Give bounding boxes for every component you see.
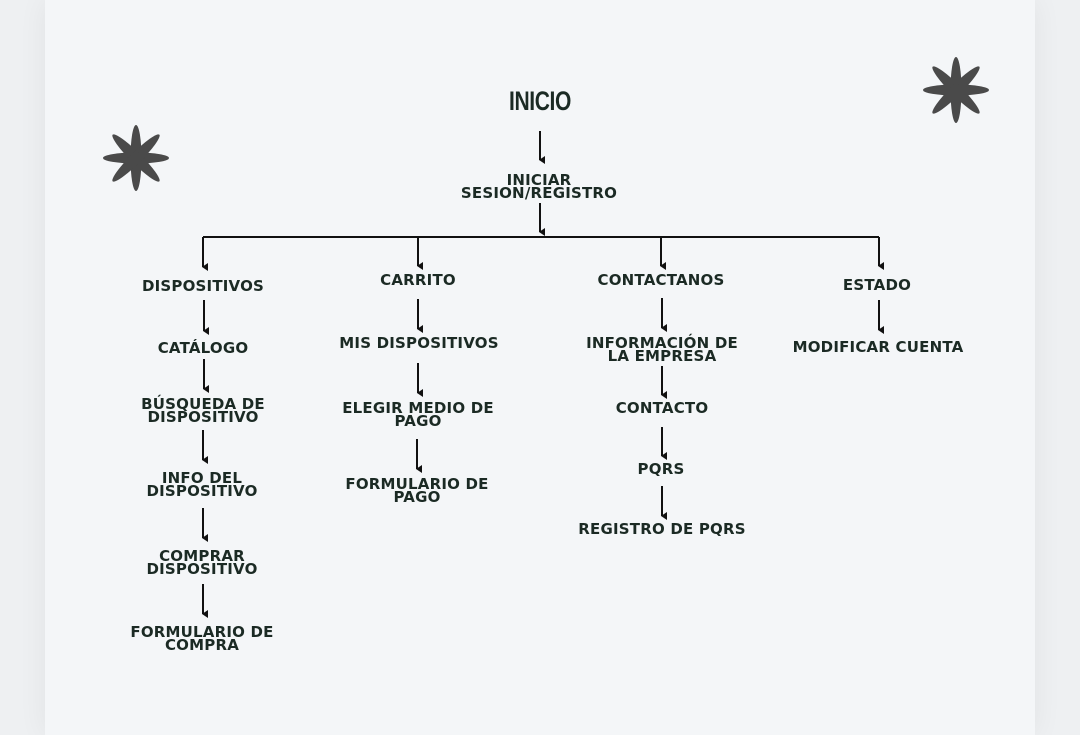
step-busqueda-dispositivo: BÚSQUEDA DE DISPOSITIVO xyxy=(141,395,265,426)
step-informacion-empresa: INFORMACIÓN DE LA EMPRESA xyxy=(586,334,738,365)
step-modificar-cuenta: MODIFICAR CUENTA xyxy=(792,338,964,356)
star-icon xyxy=(923,57,989,123)
step-info-dispositivo: INFO DEL DISPOSITIVO xyxy=(146,469,258,500)
step-comprar-dispositivo: COMPRAR DISPOSITIVO xyxy=(146,547,258,578)
star-center xyxy=(950,84,962,96)
step-pqrs: PQRS xyxy=(637,460,685,478)
node-login: INICIAR SESION/REGISTRO xyxy=(460,171,618,202)
star-center xyxy=(130,152,142,164)
step-formulario-pago: FORMULARIO DE PAGO xyxy=(345,475,489,506)
step-elegir-medio-pago: ELEGIR MEDIO DE PAGO xyxy=(342,399,494,430)
step-catalogo: CATÁLOGO xyxy=(157,339,249,357)
step-mis-dispositivos: MIS DISPOSITIVOS xyxy=(339,334,499,352)
branch-dispositivos: DISPOSITIVOS xyxy=(141,277,265,295)
branch-contactanos: CONTACTANOS xyxy=(597,271,725,289)
step-formulario-compra: FORMULARIO DE COMPRA xyxy=(130,623,274,654)
branch-estado: ESTADO xyxy=(842,276,912,294)
step-contacto: CONTACTO xyxy=(615,399,709,417)
star-icon xyxy=(103,125,169,191)
canvas xyxy=(45,0,1035,735)
node-root: INICIO xyxy=(508,86,572,116)
branch-carrito: CARRITO xyxy=(380,271,456,289)
step-registro-pqrs: REGISTRO DE PQRS xyxy=(578,520,746,538)
